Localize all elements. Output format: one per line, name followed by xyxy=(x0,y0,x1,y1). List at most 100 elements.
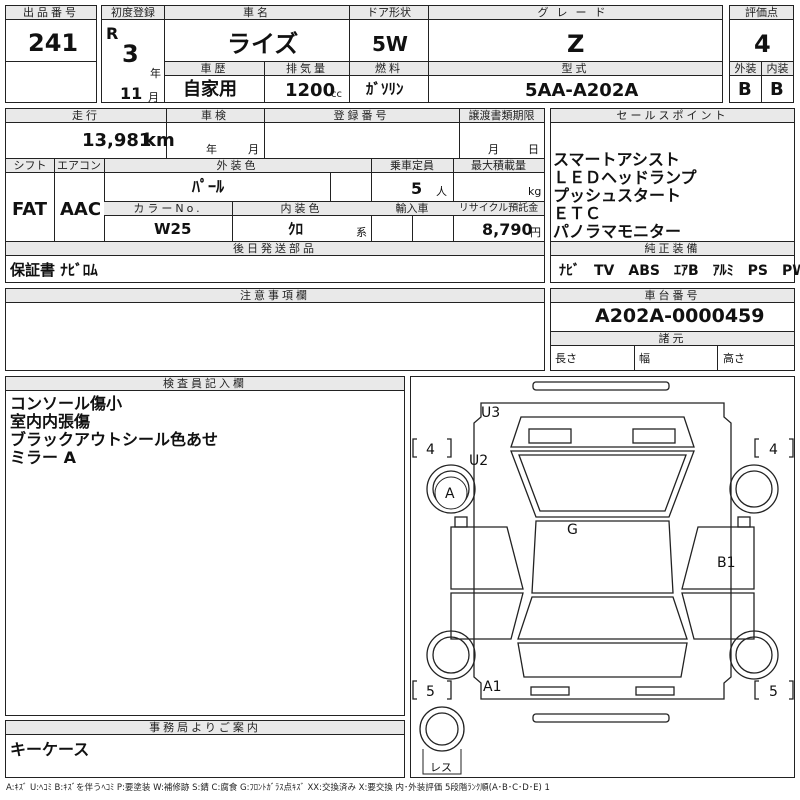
mark-a: A xyxy=(445,486,455,502)
grade-box: グレード Z xyxy=(428,5,723,62)
tire-rear-left: 5 xyxy=(426,684,435,700)
door: 5W xyxy=(372,32,408,56)
interior-label: 内装 xyxy=(762,62,793,76)
sales-points-box: セールスポイント スマートアシスト ＬＥＤヘッドランプ プッシュスタート ＥＴＣ… xyxy=(550,108,800,283)
lot-number-label: 出品番号 xyxy=(6,6,96,20)
capacity: 5 xyxy=(411,179,423,198)
chassis-label: 車台番号 xyxy=(551,289,794,303)
mark-a1: A1 xyxy=(483,679,501,695)
shift-label: シフト xyxy=(6,159,54,173)
grade-label: グレード xyxy=(429,6,722,20)
inspector-note: ミラー A xyxy=(10,448,76,467)
color: ﾊﾟｰﾙ xyxy=(192,177,225,196)
int-color-unit: 系 xyxy=(356,226,367,239)
fuel-label: 燃料 xyxy=(350,62,428,76)
ac: AAC xyxy=(60,199,102,220)
sales-point-item: ＬＥＤヘッドランプ xyxy=(553,168,697,187)
inspector-note: 室内内張傷 xyxy=(10,412,91,431)
lot-number-box: 出品番号 241 xyxy=(5,5,97,62)
import-label: 輸入車 xyxy=(371,202,453,216)
transfer-label: 譲渡書類期限 xyxy=(459,109,544,123)
notes-label: 注意事項欄 xyxy=(6,289,544,303)
history-label: 車歴 xyxy=(165,62,264,76)
score-box: 評価点 4 xyxy=(729,5,794,62)
office-box: 事務局よりご案内 キーケース xyxy=(5,720,405,778)
int-color: ｸﾛ xyxy=(288,220,304,238)
displacement: 1200 xyxy=(285,80,336,101)
recycle-unit: 円 xyxy=(530,226,541,239)
damage-diagram: U3 U2 A G B1 A1 4 4 5 5 レス xyxy=(410,376,795,778)
load-label: 最大積載量 xyxy=(453,159,544,173)
first-registration-box: 初度登録 R 3 年 11 月 xyxy=(101,5,165,103)
color-label: 外装色 xyxy=(104,159,371,173)
inspector-box: 検査員記入欄 コンソール傷小 室内内張傷 ブラックアウトシール色あせ ミラー A xyxy=(5,376,405,716)
mileage-unit: km xyxy=(144,130,175,151)
year-unit: 年 xyxy=(150,67,161,80)
mark-u3: U3 xyxy=(481,405,500,421)
width-label: 幅 xyxy=(639,352,650,365)
model-box: 型式 5AA-A202A xyxy=(428,61,723,103)
inspector-note: コンソール傷小 xyxy=(10,394,123,413)
score-label: 評価点 xyxy=(730,6,793,20)
shift: FAT xyxy=(12,199,48,220)
load-unit: kg xyxy=(528,185,542,198)
color-no: W25 xyxy=(154,220,192,238)
mark-u2: U2 xyxy=(469,453,488,469)
model: 5AA-A202A xyxy=(525,80,639,101)
sales-points-label: セールスポイント xyxy=(551,109,794,123)
fuel: ｶﾞｿﾘﾝ xyxy=(366,80,404,98)
chassis-number: A202A-0000459 xyxy=(595,305,765,327)
interior-grade: B xyxy=(770,79,784,100)
mark-g: G xyxy=(567,522,578,538)
month-unit: 月 xyxy=(148,91,159,104)
tire-front-left: 4 xyxy=(426,442,435,458)
car-name: ライズ xyxy=(227,30,299,58)
office-text: キーケース xyxy=(10,740,90,759)
exterior-grade-box: 外装 B xyxy=(729,61,762,103)
inspection-label: 車検 xyxy=(166,109,264,123)
door-box: ドア形状 5W xyxy=(349,5,429,62)
interior-grade-box: 内装 B xyxy=(761,61,794,103)
era: R xyxy=(106,24,119,43)
model-label: 型式 xyxy=(429,62,722,76)
sales-point-item: ＥＴＣ xyxy=(553,204,602,223)
displacement-label: 排気量 xyxy=(265,62,349,76)
inspector-note: ブラックアウトシール色あせ xyxy=(10,430,219,449)
ac-label: エアコン xyxy=(54,159,104,173)
int-color-label: 内装色 xyxy=(232,202,371,216)
mark-b1: B1 xyxy=(717,555,736,571)
transfer-month-unit: 月 xyxy=(488,143,499,156)
sales-point-item: パノラマモニター xyxy=(553,222,682,241)
spec-label: 諸元 xyxy=(551,331,794,346)
first-registration-label: 初度登録 xyxy=(102,6,164,20)
lot-blank-box xyxy=(5,61,97,103)
car-name-box: 車名 ライズ xyxy=(164,5,350,62)
car-outline-svg: U3 U2 A G B1 A1 4 4 5 5 レス xyxy=(412,381,794,775)
notes-box: 注意事項欄 xyxy=(5,288,545,371)
spare-tire-label: レス xyxy=(430,761,452,774)
mileage-label: 走行 xyxy=(6,109,166,123)
color-no-label: カラーNo. xyxy=(104,202,232,216)
standard-equipment-label: 純正装備 xyxy=(551,242,794,256)
capacity-label: 乗車定員 xyxy=(371,159,453,173)
displacement-unit: cc xyxy=(331,89,342,100)
inspection-month-unit: 月 xyxy=(248,143,259,156)
office-label: 事務局よりご案内 xyxy=(6,721,404,735)
mileage: 13,981 xyxy=(82,130,152,151)
height-label: 高さ xyxy=(723,352,745,365)
reg-year: 3 xyxy=(122,40,139,68)
recycle-amount: 8,790 xyxy=(482,220,533,239)
car-name-label: 車名 xyxy=(165,6,349,20)
exterior-grade: B xyxy=(738,79,752,100)
reg-month: 11 xyxy=(120,84,143,103)
tire-rear-right: 5 xyxy=(769,684,778,700)
sales-point-item: プッシュスタート xyxy=(553,186,682,205)
chassis-box: 車台番号 A202A-0000459 諸元 長さ 幅 高さ xyxy=(550,288,795,371)
transfer-day-unit: 日 xyxy=(528,143,539,156)
recycle-label: リサイクル預託金 xyxy=(453,202,544,216)
inspector-label: 検査員記入欄 xyxy=(6,377,404,391)
later-parts: 保証書 ﾅﾋﾞﾛﾑ xyxy=(10,261,98,279)
details-grid: 走行 車検 登録番号 譲渡書類期限 13,981 km 年 月 月 日 シフト … xyxy=(5,108,545,283)
length-label: 長さ xyxy=(555,352,577,365)
history: 自家用 xyxy=(183,79,237,100)
